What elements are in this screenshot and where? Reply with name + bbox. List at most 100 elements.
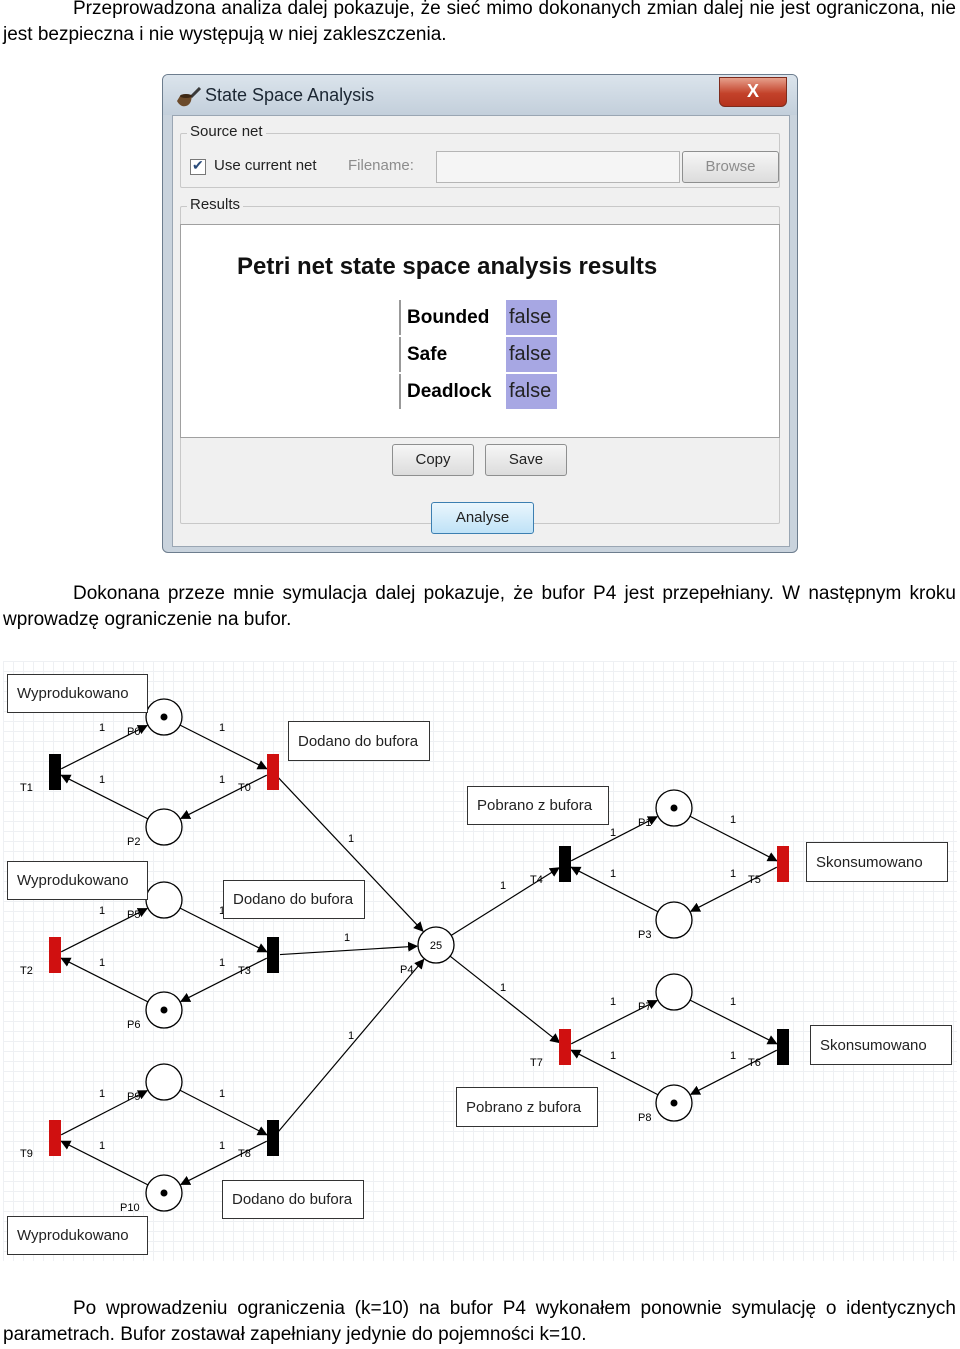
browse-button[interactable]: Browse	[682, 151, 779, 183]
place-label: P2	[127, 836, 140, 848]
arc-weights: 1111111111111111111111111	[99, 722, 736, 1152]
transition-label: T6	[748, 1057, 761, 1069]
arc-weight-label: 1	[99, 1140, 105, 1152]
transition-t9[interactable]	[49, 1120, 61, 1156]
save-button[interactable]: Save	[485, 444, 567, 476]
place-p9[interactable]	[145, 1063, 183, 1101]
arc	[60, 957, 149, 1003]
use-current-net-checkbox[interactable]: ✔	[190, 157, 206, 175]
token-dot	[670, 1099, 678, 1107]
transition-label: T3	[238, 965, 251, 977]
arc-weight-label: 1	[348, 833, 354, 845]
transition-label: T7	[530, 1057, 543, 1069]
token-dot	[670, 804, 678, 812]
arc-weight-label: 1	[610, 827, 616, 839]
transition-t5[interactable]	[777, 846, 789, 882]
label-box: Skonsumowano	[810, 1025, 952, 1065]
arc-weight-label: 1	[99, 1088, 105, 1100]
token-dot	[160, 1189, 168, 1197]
place-label: P8	[638, 1112, 651, 1124]
arc-weight-label: 1	[99, 774, 105, 786]
place-label: P0	[127, 726, 140, 738]
place-p7[interactable]	[655, 973, 693, 1011]
transition-t4[interactable]	[559, 846, 571, 882]
label-box: Pobrano z bufora	[456, 1087, 598, 1127]
label-box: Dodano do bufora	[223, 880, 365, 919]
label-box: Wyprodukowano	[7, 1216, 148, 1255]
arcs	[60, 724, 778, 1186]
transition-t1[interactable]	[49, 754, 61, 790]
arc	[60, 774, 149, 820]
arc	[450, 867, 560, 936]
arc-weight-label: 1	[99, 905, 105, 917]
arc-weight-label: 1	[610, 996, 616, 1008]
arc	[180, 957, 268, 1002]
close-button[interactable]: X	[719, 77, 787, 107]
arc-weight-label: 1	[730, 868, 736, 880]
arc	[60, 908, 148, 953]
arc-weight-label: 1	[730, 1050, 736, 1062]
arc	[277, 776, 424, 932]
label-box: Wyprodukowano	[7, 861, 148, 900]
arc-weight-label: 1	[610, 868, 616, 880]
arc	[570, 816, 658, 862]
place-label: P10	[120, 1202, 140, 1214]
arc-weight-label: 1	[610, 1050, 616, 1062]
place-p4[interactable]	[417, 926, 455, 964]
transition-t2[interactable]	[49, 937, 61, 973]
arc-weight-label: 1	[219, 774, 225, 786]
token-dot	[160, 713, 168, 721]
state-space-analysis-window: State Space Analysis X Source net ✔ Use …	[162, 74, 798, 553]
transition-label: T4	[530, 874, 543, 886]
place-label: P7	[638, 1001, 651, 1013]
arc	[180, 1140, 268, 1185]
arc	[279, 941, 419, 956]
arc	[60, 1140, 149, 1186]
source-net-label: Source net	[187, 123, 266, 140]
transition-t8[interactable]	[267, 1120, 279, 1156]
arc-weight-label: 1	[219, 905, 225, 917]
place-label: P1	[638, 817, 651, 829]
place-label: P5	[127, 909, 140, 921]
title-bar[interactable]: State Space Analysis X	[163, 75, 797, 115]
filename-input[interactable]	[436, 151, 680, 183]
results-panel: Petri net state space analysis results B…	[180, 224, 780, 438]
paragraph-2: Dokonana przeze mnie symulacja dalej pok…	[3, 583, 956, 630]
transition-t7[interactable]	[559, 1029, 571, 1065]
arc	[60, 725, 148, 770]
result-key: Bounded	[399, 300, 505, 335]
label-box: Skonsumowano	[806, 842, 948, 882]
place-p3[interactable]	[655, 901, 693, 939]
result-value: false	[506, 300, 557, 335]
arc-weight-label: 1	[348, 1030, 354, 1042]
place-p5[interactable]	[145, 881, 183, 919]
arc	[570, 1000, 658, 1045]
arc	[179, 1089, 268, 1136]
filename-label: Filename:	[348, 157, 414, 174]
transition-t3[interactable]	[267, 937, 279, 973]
check-icon: ✔	[192, 157, 204, 173]
copy-button[interactable]: Copy	[392, 444, 474, 476]
label-box: Dodano do bufora	[222, 1180, 364, 1219]
transition-t6[interactable]	[777, 1029, 789, 1065]
analyse-button[interactable]: Analyse	[431, 502, 534, 534]
label-box: Dodano do bufora	[288, 721, 430, 761]
arc-weight-label: 1	[500, 982, 506, 994]
dialog-body: Source net ✔ Use current net Filename: B…	[172, 115, 790, 547]
label-box: Pobrano z bufora	[467, 786, 609, 825]
transition-label: T2	[20, 965, 33, 977]
window-title: State Space Analysis	[205, 85, 375, 105]
result-value: false	[506, 374, 557, 409]
petri-net-canvas: 1111111111111111111111111 P0P2P5P6P9P102…	[20, 698, 789, 1214]
transition-label: T8	[238, 1148, 251, 1160]
transition-t0[interactable]	[267, 754, 279, 790]
place-p2[interactable]	[145, 808, 183, 846]
result-value: false	[506, 337, 557, 372]
label-box: Wyprodukowano	[7, 674, 148, 713]
arc	[570, 1049, 659, 1096]
arc-weight-label: 1	[99, 957, 105, 969]
result-key: Deadlock	[399, 374, 505, 409]
results-title: Petri net state space analysis results	[237, 253, 658, 280]
transition-label: T9	[20, 1148, 33, 1160]
